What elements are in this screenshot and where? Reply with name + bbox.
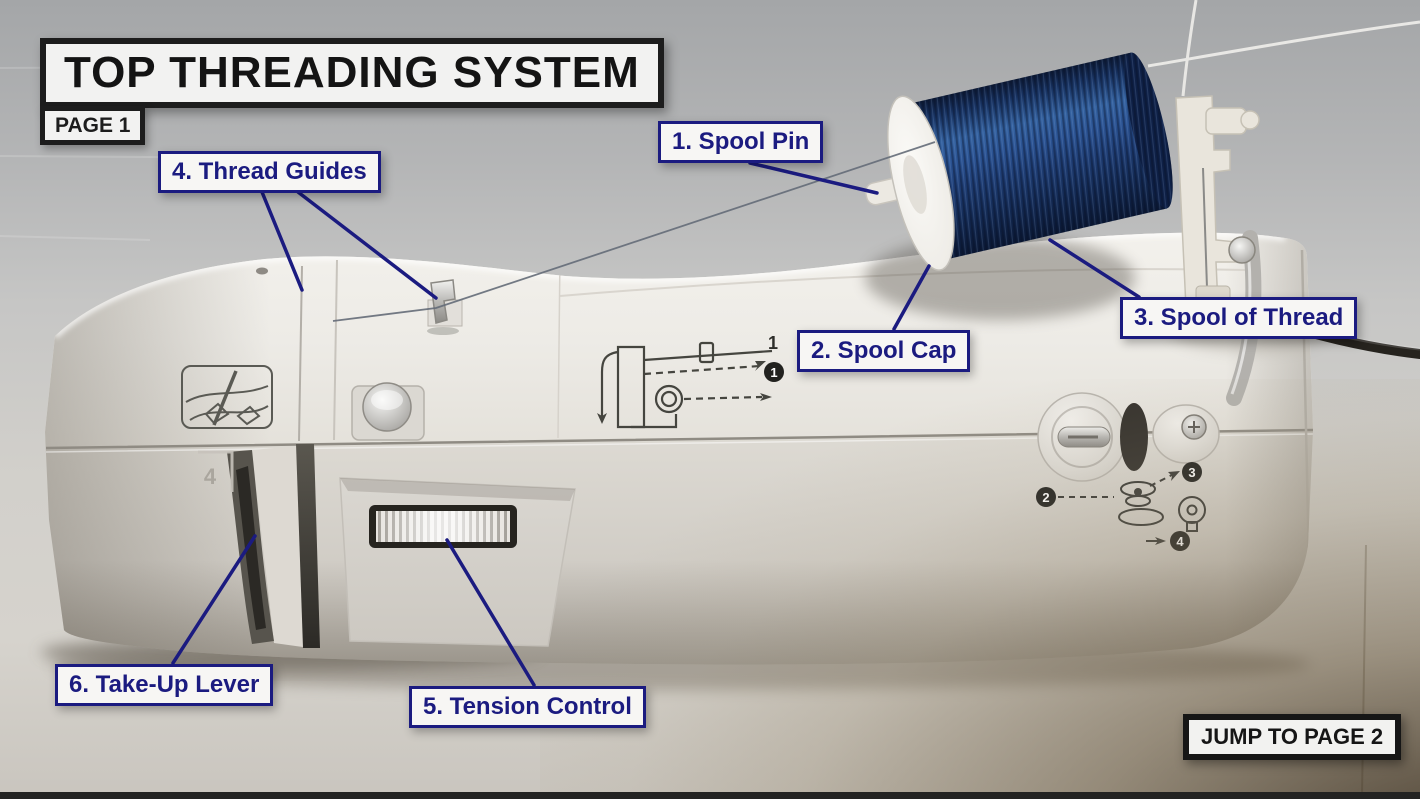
jump-to-page-2-button[interactable]: JUMP TO PAGE 2 (1183, 714, 1402, 760)
end-cap-printed-icon (181, 365, 273, 429)
callout-spool-cap: 2. Spool Cap (797, 330, 971, 372)
page-number-badge: PAGE 1 (40, 106, 146, 145)
leader-line-spool-pin (748, 161, 879, 195)
page-title: TOP THREADING SYSTEM (40, 38, 664, 108)
leader-line-tension-control (445, 538, 536, 687)
svg-text:1: 1 (770, 365, 777, 380)
svg-text:4: 4 (204, 464, 217, 489)
svg-text:2: 2 (1042, 490, 1049, 505)
embossed-take-up-marking: 4 (198, 450, 234, 492)
bobbin-winder-disc (1037, 392, 1148, 482)
svg-text:4: 4 (1176, 534, 1184, 549)
gray-thread-path (332, 141, 936, 322)
leader-line-spool-of-thread (1048, 238, 1141, 299)
tension-control (339, 477, 576, 647)
leader-lines (171, 161, 1141, 687)
callout-spool-pin: 1. Spool Pin (658, 121, 824, 163)
svg-text:1: 1 (768, 333, 778, 353)
spool-of-thread (864, 52, 1173, 271)
face-plate-slot (296, 444, 320, 648)
threads (332, 0, 1420, 322)
sewing-machine-body: 4 (45, 232, 1313, 665)
leader-line-thread-guides-a (260, 190, 304, 292)
leader-line-spool-cap (892, 264, 931, 331)
top-screw-hole (256, 267, 268, 275)
leader-line-take-up-lever (171, 534, 257, 665)
callout-thread-guides: 4. Thread Guides (158, 151, 381, 193)
bobbin-winder-knob (1152, 404, 1220, 464)
white-thread-upper (1147, 20, 1420, 68)
callout-take-up-lever: 6. Take-Up Lever (55, 664, 274, 706)
callout-tension-control: 5. Tension Control (409, 686, 646, 728)
thread-guide-hook (427, 279, 463, 335)
leader-line-thread-guides-b (296, 190, 438, 300)
svg-text:3: 3 (1188, 465, 1195, 480)
bottom-edge-strip (0, 792, 1420, 799)
callout-spool-of-thread: 3. Spool of Thread (1120, 297, 1358, 339)
thread-guide-knob (351, 382, 425, 441)
white-thread-vertical (1181, 0, 1198, 97)
